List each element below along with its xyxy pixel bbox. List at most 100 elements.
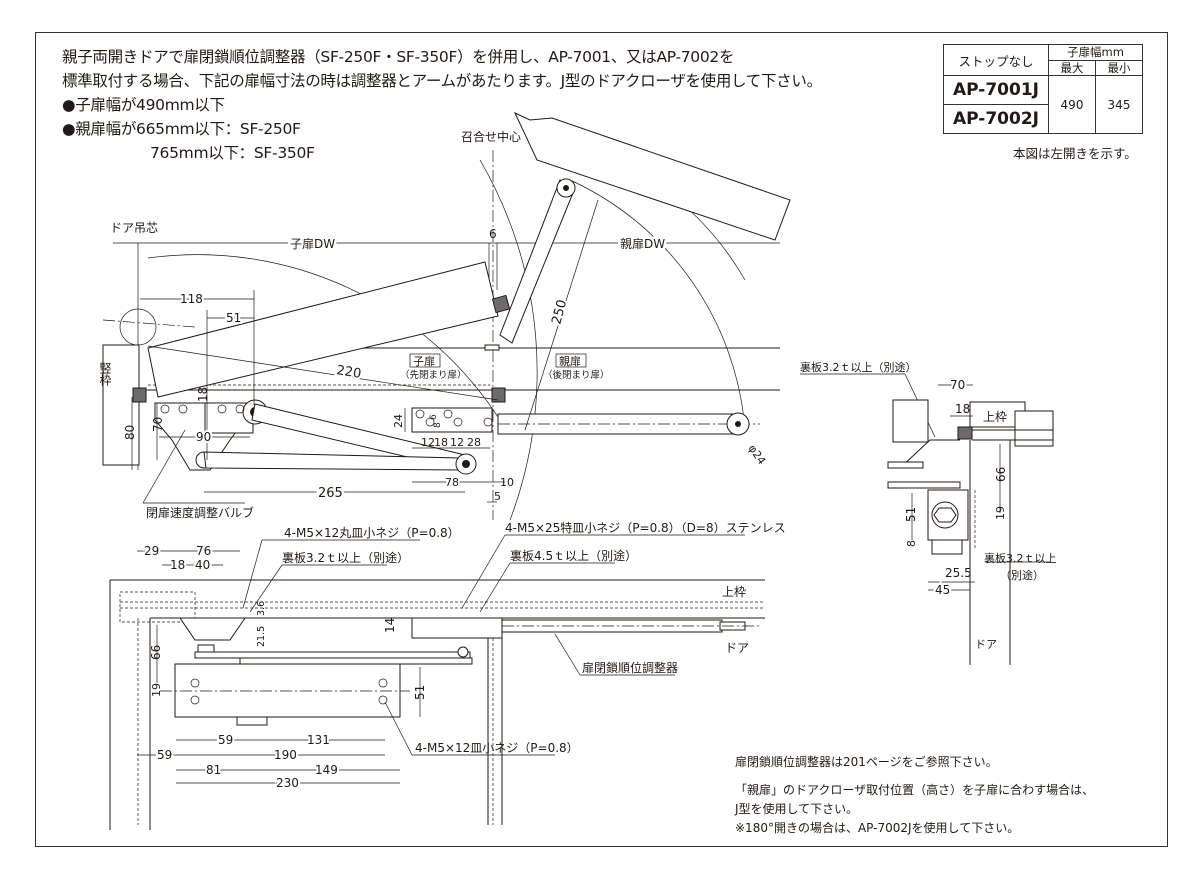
stop-block-child xyxy=(491,294,511,314)
elev-dim-14: 14 xyxy=(383,618,397,633)
meeting-arc xyxy=(479,159,538,521)
elev-hidden-box xyxy=(119,591,196,623)
valve-label: 閉扉速度調整バルブ xyxy=(146,505,254,520)
jamb-label: 竪枠 xyxy=(98,362,112,386)
elev-dim-3-6: 3.6 xyxy=(256,601,267,616)
screw3-leader xyxy=(384,701,413,756)
meeting-center-label: 召合せ中心 xyxy=(461,129,521,144)
elev-dim-40: 40 xyxy=(195,558,210,572)
screw2-leader xyxy=(461,534,506,609)
bullet-parent-width: ●親扉幅が665mm以下：SF-250F xyxy=(62,120,301,138)
child-leaf-sublabel: （先閉まり扉） xyxy=(400,369,467,381)
elev-closer-screws xyxy=(190,678,388,705)
footnotes: 扉閉鎖順位調整器は201ページをご参照下さい。 「親扉」のドアクローザ取付位置（… xyxy=(735,753,1094,838)
plan-view: ドア吊芯 召合せ中心 子扉DW 親扉DW 6 竪枠 子扉 （先閉まり扉） 親扉 … xyxy=(98,111,791,521)
screw-holes-child xyxy=(160,404,245,414)
side-hex-nut xyxy=(933,507,957,523)
hinge-circle xyxy=(119,308,157,346)
side-dim-45: 45 xyxy=(935,583,950,597)
parent-swing-arc xyxy=(569,179,746,431)
side-dim-25-5: 25.5 xyxy=(945,566,972,580)
side-frame-right xyxy=(1014,410,1054,447)
dim-90-plan: 90 xyxy=(196,430,211,444)
side-upper-frame-label: 上枠 xyxy=(983,410,1007,424)
side-dim-70: 70 xyxy=(950,378,965,392)
dim-220: 220 xyxy=(335,363,362,382)
spec-caption: 本図は左開きを示す。 xyxy=(1013,146,1137,161)
parent-leaf-sublabel: （後閉まり扉） xyxy=(543,369,610,381)
dim-12a: 12 xyxy=(421,436,435,449)
side-backing-label: 裏板3.2ｔ以上（別途） xyxy=(800,360,917,374)
elev-dim-131: 131 xyxy=(307,733,330,747)
dim-8-plan: 8 xyxy=(433,422,443,428)
side-view: 裏板3.2ｔ以上（別途） 上枠 裏板3.2ｔ以上 （別途） ドア 70 18 6… xyxy=(800,360,1057,665)
elev-dim-230: 230 xyxy=(276,776,299,790)
elev-dim-76: 76 xyxy=(196,544,211,558)
meeting-stile-cap xyxy=(484,344,500,351)
child-arm-elbow-pin xyxy=(462,460,470,468)
screw2-label: 4-M5×25特皿小ネジ（P=0.8）（D=8）ステンレス xyxy=(505,520,786,535)
footnote-coordinator-ref: 扉閉鎖順位調整器は201ページをご参照下さい。 xyxy=(735,755,998,769)
side-door-label: ドア xyxy=(975,638,997,651)
elev-dim-190: 190 xyxy=(274,748,297,762)
elev-coordinator-block xyxy=(411,617,503,639)
backing1-leader xyxy=(249,564,283,613)
child-dw-label: 子扉DW xyxy=(290,237,335,251)
dim-250-line xyxy=(524,199,599,431)
backing1-label: 裏板3.2ｔ以上（別途） xyxy=(282,550,409,565)
spec-table: ストップなし 子扉幅mm 最大 最小 AP-7001J 490 345 AP-7… xyxy=(943,44,1143,134)
elev-door-label: ドア xyxy=(725,641,749,655)
side-arm-upper xyxy=(887,461,924,469)
dim-gap-6: 6 xyxy=(489,227,497,241)
screw1-leader xyxy=(242,539,263,609)
elev-arm-joint xyxy=(457,646,469,658)
parent-arm-end-pin xyxy=(735,421,741,427)
hinge-axis xyxy=(102,319,196,328)
valve-leader xyxy=(142,429,186,504)
spec-max-value: 490 xyxy=(1048,75,1096,134)
elev-arm-lower xyxy=(239,657,473,665)
footnote-180-open: ※180°開きの場合は、AP-7002Jを使用して下さい。 xyxy=(735,821,1020,835)
coordinator-label: 扉閉鎖順位調整器 xyxy=(582,660,678,675)
side-dim-18: 18 xyxy=(955,402,970,416)
elev-dim-59a: 59 xyxy=(218,733,233,747)
stop-block-left xyxy=(132,387,147,403)
intro-text: 親子両開きドアで扉閉鎖順位調整器（SF-250F・SF-350F）を併用し、AP… xyxy=(62,45,822,165)
intro-line-1: 親子両開きドアで扉閉鎖順位調整器（SF-250F・SF-350F）を併用し、AP… xyxy=(62,48,735,66)
bullet-parent-width-sf350: 765mm以下：SF-350F xyxy=(150,144,315,162)
arm-shoe-plate xyxy=(411,407,493,433)
elev-closer-body xyxy=(174,663,401,718)
child-swing-arc xyxy=(147,254,501,421)
screw1-label: 4-M5×12丸皿小ネジ（P=0.8） xyxy=(284,526,460,540)
elev-dim-81: 81 xyxy=(206,763,221,777)
intro-line-2: 標準取付する場合、下記の扉幅寸法の時は調整器とアームがあたります。J型のドアクロ… xyxy=(62,72,822,90)
dim-10: 10 xyxy=(500,476,514,489)
dim-5: 5 xyxy=(494,490,501,503)
elev-upper-frame-label: 上枠 xyxy=(722,585,746,599)
footnote-parent-height: 「親扉」のドアクローザ取付位置（高さ）を子扉に合わす場合は、 xyxy=(735,783,1095,797)
dim-24-plan: 24 xyxy=(392,414,405,428)
side-backing2-label-2: （別途） xyxy=(1000,568,1044,582)
backing2-label: 裏板4.5ｔ以上（別途） xyxy=(510,548,637,563)
parent-leaf-box xyxy=(555,353,587,368)
elev-dim-66: 66 xyxy=(149,645,163,660)
elev-dim-18: 18 xyxy=(170,558,185,572)
parent-leaf-label: 親扉 xyxy=(559,355,581,368)
side-dim-19: 19 xyxy=(994,506,1007,520)
spec-min-value: 345 xyxy=(1095,75,1143,134)
dim-6-plan: 6 xyxy=(429,414,439,420)
elev-arm-upper xyxy=(194,651,471,659)
elev-closer-valve xyxy=(236,716,268,726)
bullet-child-width: ●子扉幅が490mm以下 xyxy=(62,96,225,114)
side-dim-8: 8 xyxy=(905,540,918,547)
elev-bracket xyxy=(179,617,246,641)
dim-18b: 18 xyxy=(434,436,448,449)
parent-arm-open-pin xyxy=(563,185,569,191)
dim-12b: 12 xyxy=(450,436,464,449)
spec-header-no-stop: ストップなし xyxy=(943,44,1049,76)
jamb-box xyxy=(102,344,140,466)
side-arm-lower xyxy=(887,481,961,489)
child-leaf-label: 子扉 xyxy=(413,355,435,368)
parent-door-open xyxy=(513,111,791,241)
dim-265: 265 xyxy=(318,486,343,501)
